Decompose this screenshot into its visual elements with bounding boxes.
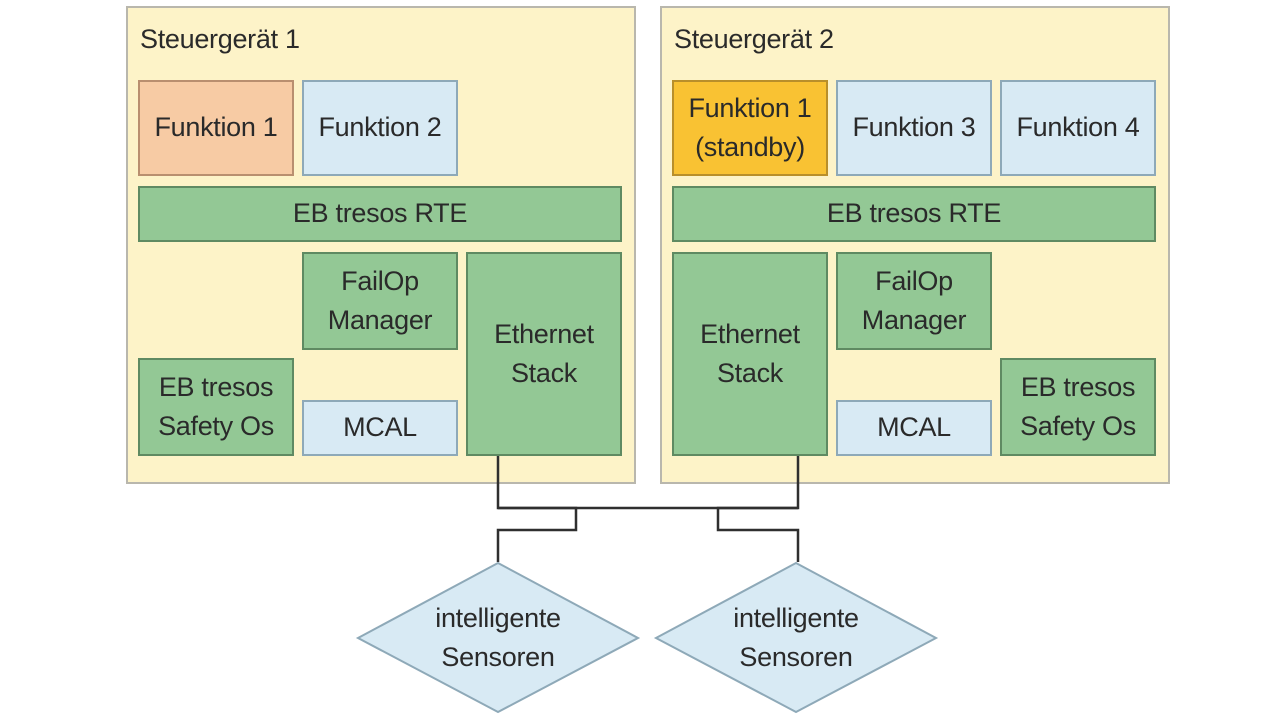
ecu1-ethernet-stack: Ethernet Stack [466,252,622,456]
ecu-1-title: Steuergerät 1 [140,24,300,54]
sensor-diamond-2 [653,561,939,714]
ecu2-safety-os: EB tresos Safety Os [1000,358,1156,456]
ecu1-mcal: MCAL [302,400,458,456]
ecu2-rte-label: EB tresos RTE [826,198,1002,229]
sensor-2-label: intelligente Sensoren [733,602,859,672]
ecu2-funktion-4: Funktion 4 [1000,80,1156,176]
ecu1-rte-label: EB tresos RTE [292,198,468,229]
ecu1-funktion-2: Funktion 2 [302,80,458,176]
ecu2-funktion-3-label: Funktion 3 [852,112,976,143]
ecu-2-title: Steuergerät 2 [674,24,834,54]
ecu2-ethernet-label: Ethernet Stack [700,318,800,388]
ecu2-funktion-1-label: Funktion 1 (standby) [688,92,812,162]
link-ecu1-ethernet [496,456,578,562]
ecu1-mcal-label: MCAL [343,412,417,443]
ecu2-failop-label: FailOp Manager [861,265,967,335]
ecu1-ethernet-label: Ethernet Stack [494,318,594,388]
ecu1-rte: EB tresos RTE [138,186,622,242]
ecu2-mcal: MCAL [836,400,992,456]
ecu1-failop-label: FailOp Manager [327,265,433,335]
ecu1-funktion-2-label: Funktion 2 [318,112,442,143]
sensor-1-label: intelligente Sensoren [435,602,561,672]
ethernet-connections [496,456,800,562]
ecu1-funktion-1-label: Funktion 1 [154,112,278,143]
ecu2-funktion-4-label: Funktion 4 [1016,112,1140,143]
ecu2-failop-manager: FailOp Manager [836,252,992,350]
ecu1-funktion-1: Funktion 1 [138,80,294,176]
ecu1-safety-label: EB tresos Safety Os [158,371,274,441]
ecu2-safety-label: EB tresos Safety Os [1020,371,1136,441]
ecu2-funktion-1-standby: Funktion 1 (standby) [672,80,828,176]
ecu2-rte: EB tresos RTE [672,186,1156,242]
link-ecu2-ethernet [716,456,800,562]
ecu1-safety-os: EB tresos Safety Os [138,358,294,456]
ecu2-mcal-label: MCAL [877,412,951,443]
ecu2-ethernet-stack: Ethernet Stack [672,252,828,456]
ecu1-failop-manager: FailOp Manager [302,252,458,350]
ecu2-funktion-3: Funktion 3 [836,80,992,176]
sensor-diamond-1 [355,561,641,714]
